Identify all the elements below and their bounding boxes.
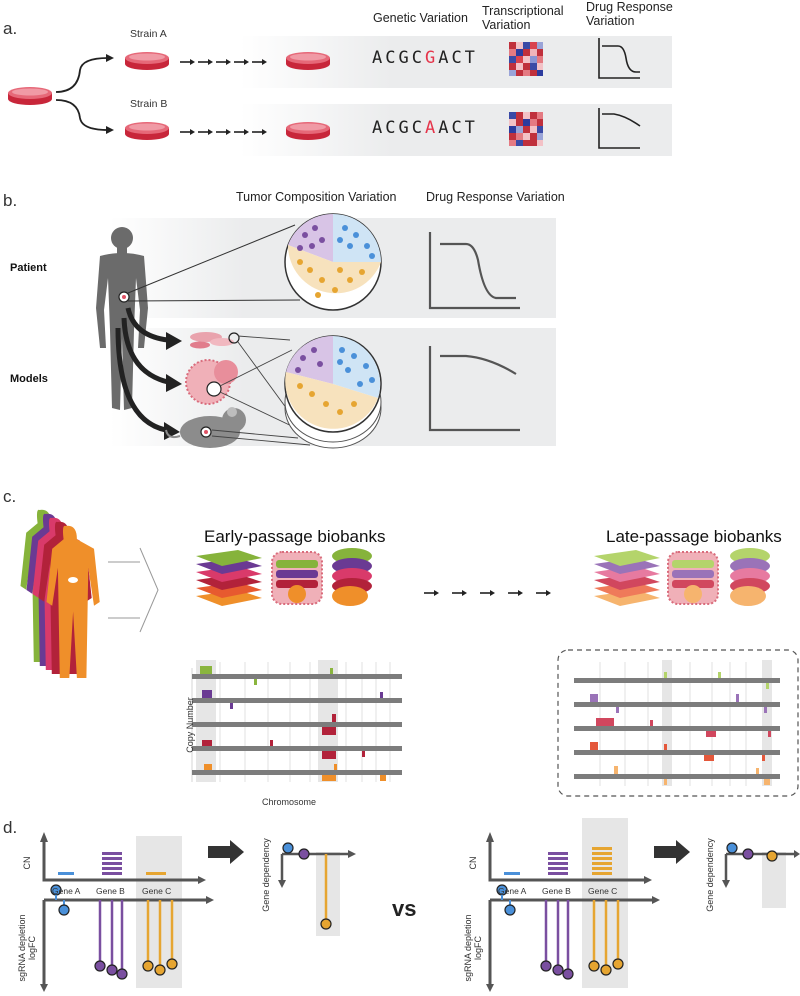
transcriptional-variation-header: Transcriptional Variation bbox=[482, 4, 564, 32]
heatmap-b bbox=[509, 112, 543, 146]
gene-dependency-label-right: Gene dependency bbox=[705, 838, 715, 912]
dependency-plot-left bbox=[278, 842, 356, 930]
drug-response-variation-header-b: Drug Response Variation bbox=[426, 190, 565, 204]
big-arrow-left bbox=[208, 840, 244, 864]
gene-a-label-left: Gene A bbox=[52, 886, 81, 896]
gene-c-label-right: Gene C bbox=[588, 886, 618, 896]
strain-b-label: Strain B bbox=[130, 98, 168, 110]
dish-b-end bbox=[286, 122, 330, 140]
heatmap-a bbox=[509, 42, 543, 76]
panel-b-letter: b. bbox=[3, 191, 18, 210]
dependency-plot-right bbox=[722, 842, 800, 888]
cn-axis-label-left: CN bbox=[22, 856, 32, 870]
row-label-models: Models bbox=[10, 373, 48, 385]
panel-a-graphics bbox=[8, 36, 672, 156]
sgrna-axis-label-right: sgRNA depletion logFC bbox=[463, 914, 483, 982]
funnel-arrow bbox=[108, 547, 159, 633]
drug-curve-models bbox=[428, 346, 520, 432]
tumor-circle-models bbox=[284, 335, 382, 449]
dish-b-start bbox=[125, 122, 169, 140]
gene-b-label-right: Gene B bbox=[542, 886, 571, 896]
gene-b-label-left: Gene B bbox=[96, 886, 125, 896]
panel-c-letter: c. bbox=[3, 487, 17, 506]
parent-dish bbox=[8, 87, 52, 105]
mutation-base-a: G bbox=[424, 48, 439, 68]
sgrna-axis-left bbox=[40, 884, 214, 992]
organoid-model bbox=[185, 359, 238, 405]
strain-a-label: Strain A bbox=[130, 28, 167, 40]
panel-c-graphics bbox=[20, 509, 799, 797]
dish-a-end bbox=[286, 52, 330, 70]
model-arrows bbox=[115, 307, 182, 440]
drug-curve-patient bbox=[428, 232, 520, 310]
gene-dependency-label-left: Gene dependency bbox=[261, 838, 271, 912]
late-passage-title: Late-passage biobanks bbox=[606, 527, 782, 546]
late-cn-dashed-box bbox=[557, 649, 799, 797]
tumor-composition-header: Tumor Composition Variation bbox=[236, 190, 397, 204]
late-mice bbox=[730, 548, 770, 606]
branch-arrow-b bbox=[55, 99, 109, 131]
tumor-circle-patient bbox=[284, 213, 382, 311]
zoom-lines-patient bbox=[127, 224, 301, 302]
gene-c-dependency-highlight-right bbox=[762, 852, 786, 908]
cn-axis-label-right: CN bbox=[468, 856, 478, 870]
chromosome-axis-label: Chromosome bbox=[262, 797, 317, 807]
zoom-lines-models bbox=[211, 335, 311, 446]
vs-label: vs bbox=[392, 896, 417, 921]
sequence-strain-b: ACGCAACT bbox=[372, 118, 478, 138]
big-arrow-right bbox=[654, 840, 690, 864]
early-cn-plot bbox=[191, 660, 402, 782]
drug-curve-a bbox=[598, 38, 640, 79]
drug-curve-b bbox=[598, 108, 641, 149]
early-sheets bbox=[196, 550, 262, 606]
late-sheets bbox=[594, 550, 660, 606]
panel-d-graphics bbox=[40, 818, 800, 992]
late-cn-plot bbox=[574, 660, 780, 786]
row-label-patient: Patient bbox=[10, 262, 47, 274]
panel-b-graphics bbox=[96, 213, 556, 449]
early-passage-title: Early-passage biobanks bbox=[204, 527, 386, 546]
genetic-variation-header: Genetic Variation bbox=[373, 11, 468, 25]
panel-a-letter: a. bbox=[3, 19, 18, 38]
panel-d-letter: d. bbox=[3, 818, 18, 837]
copy-number-axis-label: Copy Number bbox=[185, 697, 195, 753]
early-organoids bbox=[271, 551, 323, 605]
cn-axis-left bbox=[42, 842, 198, 882]
late-organoids bbox=[667, 551, 719, 605]
early-mice bbox=[332, 548, 372, 606]
gene-a-label-right: Gene A bbox=[498, 886, 527, 896]
branch-arrow-a bbox=[55, 57, 109, 93]
sgrna-axis-right bbox=[486, 884, 660, 992]
sgrna-axis-label-left: sgRNA depletion logFC bbox=[17, 914, 37, 982]
dish-a-start bbox=[125, 52, 169, 70]
mouse-model bbox=[165, 407, 246, 448]
passage-arrows-c bbox=[423, 589, 552, 597]
gene-c-label-left: Gene C bbox=[142, 886, 172, 896]
sequence-strain-a: ACGCGACT bbox=[372, 48, 478, 68]
patient-stack bbox=[20, 509, 100, 678]
cn-axis-right bbox=[488, 842, 644, 882]
drug-response-variation-header-a: Drug Response Variation bbox=[586, 0, 673, 28]
cell-culture-model bbox=[190, 332, 240, 349]
mutation-base-b: A bbox=[424, 118, 439, 138]
